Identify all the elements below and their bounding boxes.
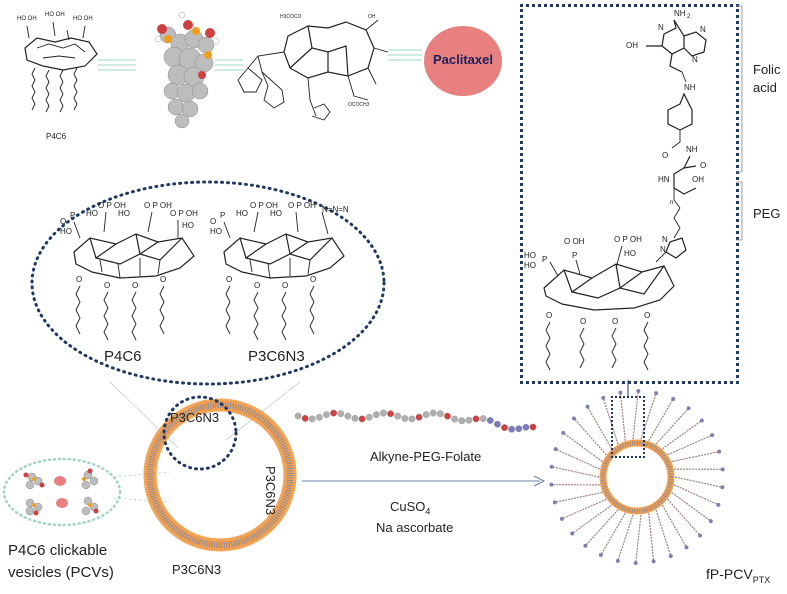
pcv-small-ellipse xyxy=(2,457,122,527)
catalyst-formula: CuSO xyxy=(390,499,426,514)
reaction-arrow xyxy=(302,475,546,487)
p4c6-small-label: P4C6 xyxy=(46,132,67,141)
vesicle xyxy=(143,398,297,552)
svg-text:HO: HO xyxy=(86,209,98,218)
svg-text:HO: HO xyxy=(524,251,536,260)
connector-lines-2 xyxy=(215,59,243,71)
svg-text:O P OH: O P OH xyxy=(144,201,172,210)
svg-text:O: O xyxy=(132,281,138,290)
svg-text:N=N=N: N=N=N xyxy=(322,205,349,214)
svg-text:N: N xyxy=(662,235,668,244)
svg-text:HO OH: HO OH xyxy=(45,12,65,18)
p4c6-small-structure: HO OH HO OH HO OH xyxy=(17,12,98,113)
svg-text:H3COCO: H3COCO xyxy=(280,14,302,20)
svg-text:O: O xyxy=(210,217,216,226)
svg-text:O: O xyxy=(160,275,166,284)
vesicle-label-bottom: P3C6N3 xyxy=(172,562,222,577)
svg-text:OH: OH xyxy=(692,175,704,184)
vesicle-label-top: P3C6N3 xyxy=(170,410,220,425)
svg-text:OH: OH xyxy=(368,14,376,20)
p4c6-label: P4C6 xyxy=(104,348,142,365)
svg-text:O: O xyxy=(76,275,82,284)
product-label: fP-PCVPTX xyxy=(706,566,770,585)
svg-text:P: P xyxy=(70,211,75,220)
fp-pcv-particle xyxy=(549,389,725,565)
catalyst-line2: Na ascorbate xyxy=(376,520,454,535)
svg-text:HO: HO xyxy=(624,249,636,258)
svg-text:OH: OH xyxy=(626,41,638,50)
space-filling-model xyxy=(154,11,220,129)
p3c6n3-label: P3C6N3 xyxy=(248,348,305,365)
svg-text:NH: NH xyxy=(686,145,698,154)
folic-acid-label-line1: Folic xyxy=(753,62,781,77)
svg-text:P: P xyxy=(542,255,547,264)
inset-ellipse xyxy=(30,180,386,386)
svg-text:HO OH: HO OH xyxy=(17,16,37,22)
svg-text:O: O xyxy=(612,317,618,326)
paclitaxel-structure: H3COCO OH OCOCH3 xyxy=(237,14,389,121)
svg-text:O P OH: O P OH xyxy=(250,201,278,210)
svg-text:2: 2 xyxy=(687,14,691,20)
reagent-label: Alkyne-PEG-Folate xyxy=(370,449,482,464)
svg-text:HO: HO xyxy=(118,209,130,218)
annotation-brackets xyxy=(736,5,743,241)
svg-text:O: O xyxy=(644,311,650,320)
p3c6n3-structure: O HO P HO O P OH HO O P OH N=N=N O O O O xyxy=(210,201,349,341)
svg-text:O P OH: O P OH xyxy=(288,201,316,210)
product-zoom-box xyxy=(611,396,645,458)
svg-text:N: N xyxy=(700,25,706,34)
svg-text:O: O xyxy=(254,281,260,290)
svg-text:HO: HO xyxy=(236,209,248,218)
product-label-main: fP-PCV xyxy=(706,566,753,582)
paclitaxel-label: Paclitaxel xyxy=(433,52,493,67)
svg-text:O: O xyxy=(282,281,288,290)
svg-text:HO: HO xyxy=(210,227,222,236)
svg-text:n: n xyxy=(670,200,673,206)
svg-text:HO: HO xyxy=(182,221,194,230)
connector-lines-1 xyxy=(98,59,136,71)
catalyst-subscript: 4 xyxy=(425,506,431,517)
svg-text:N: N xyxy=(692,55,698,64)
svg-text:OCOCH3: OCOCH3 xyxy=(348,102,370,108)
svg-text:O: O xyxy=(580,317,586,326)
p4c6-structure: O HO P HO O P OH HO O P OH O P OH HO O O… xyxy=(60,201,198,341)
svg-text:O: O xyxy=(60,217,66,226)
svg-text:N: N xyxy=(660,245,666,254)
svg-text:HO: HO xyxy=(270,209,282,218)
svg-text:P: P xyxy=(220,211,225,220)
peg-label: PEG xyxy=(753,206,781,221)
svg-text:NH: NH xyxy=(684,83,696,92)
svg-text:O P OH: O P OH xyxy=(170,209,198,218)
svg-text:O P OH: O P OH xyxy=(98,201,126,210)
svg-text:HO: HO xyxy=(524,261,536,270)
pcv-caption-line2: vesicles (PCVs) xyxy=(8,564,114,581)
paclitaxel-ellipse xyxy=(424,26,502,96)
svg-text:O: O xyxy=(226,275,232,284)
alkyne-peg-folate-model xyxy=(294,409,537,433)
svg-text:O: O xyxy=(700,161,706,170)
catalyst-line1: CuSO4 xyxy=(390,499,430,517)
svg-text:P: P xyxy=(572,251,577,260)
product-label-sub: PTX xyxy=(752,574,771,585)
svg-text:O: O xyxy=(104,281,110,290)
svg-text:O P OH: O P OH xyxy=(614,235,642,244)
folic-acid-label-line2: acid xyxy=(753,80,777,95)
vesicle-label-right: P3C6N3 xyxy=(263,466,278,516)
conjugate-box xyxy=(520,4,739,384)
svg-text:HO OH: HO OH xyxy=(73,16,93,22)
svg-text:HN: HN xyxy=(658,175,670,184)
svg-text:O OH: O OH xyxy=(564,237,585,246)
svg-text:O: O xyxy=(546,311,552,320)
svg-text:N: N xyxy=(658,23,664,32)
svg-text:O: O xyxy=(662,151,668,160)
svg-text:NH: NH xyxy=(674,9,686,18)
zoom-circle xyxy=(162,395,238,471)
connector-lines-3 xyxy=(388,49,422,61)
svg-text:O: O xyxy=(310,275,316,284)
pcv-caption-line1: P4C6 clickable xyxy=(8,542,108,559)
svg-text:HO: HO xyxy=(60,227,72,236)
